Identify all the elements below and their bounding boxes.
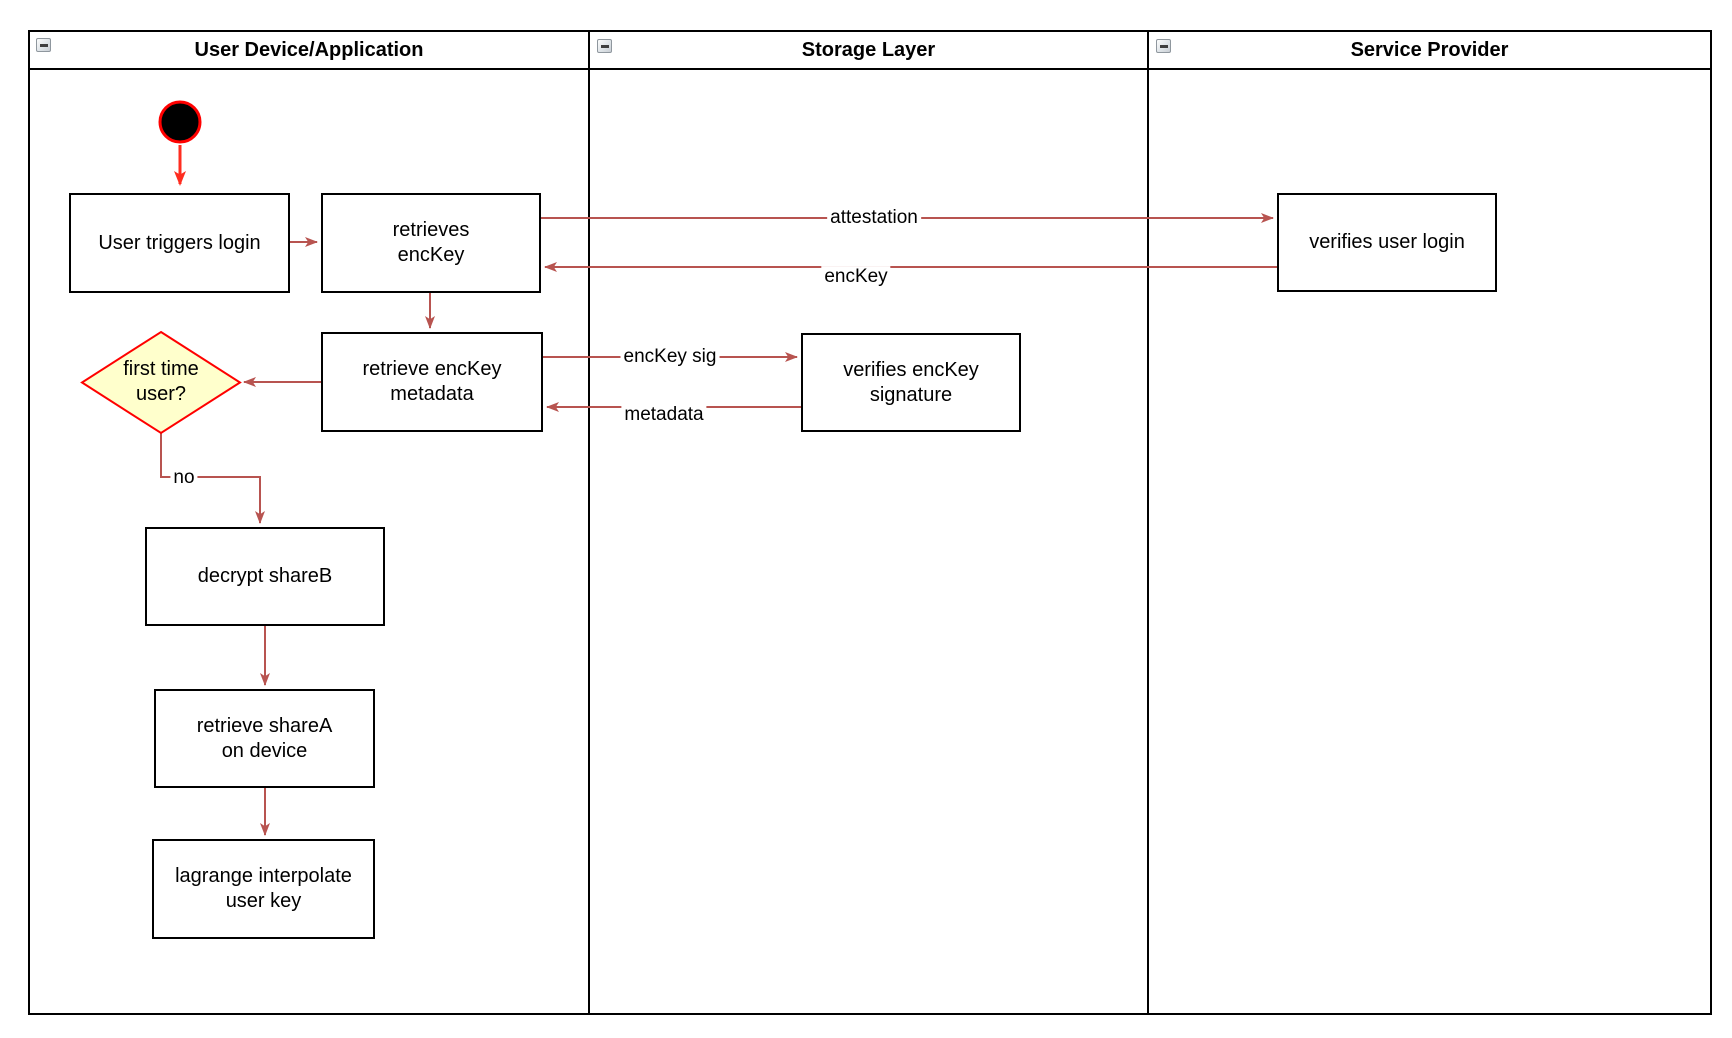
- lane-title-storage-layer: Storage Layer: [801, 38, 936, 61]
- lane-separator-2: [1147, 30, 1149, 1015]
- minus-glyph: [600, 44, 609, 48]
- node-decrypt-shareb[interactable]: decrypt shareB: [145, 527, 385, 626]
- collapse-minus-icon[interactable]: [597, 39, 612, 53]
- node-label: verifies user login: [1309, 231, 1465, 253]
- lane-title-user-device: User Device/Application: [194, 38, 424, 61]
- decision-no-arrow: [160, 433, 265, 524]
- edge-label-attestation: attestation: [827, 207, 921, 229]
- node-label: User triggers login: [98, 231, 261, 254]
- lane-header-storage-layer[interactable]: Storage Layer: [590, 32, 1147, 68]
- node-label: retrieve shareA on device: [196, 714, 333, 762]
- lane-title-service-provider: Service Provider: [1350, 38, 1509, 61]
- minus-glyph: [1159, 44, 1168, 48]
- decision-diamond[interactable]: [80, 330, 242, 435]
- node-label: first time user?: [123, 358, 199, 405]
- node-label: retrieves encKey: [392, 219, 470, 266]
- collapse-minus-icon[interactable]: [1156, 39, 1171, 53]
- lane-header-underline: [28, 68, 1712, 70]
- edge-label-enckey-sig: encKey sig: [620, 346, 720, 368]
- edge-label-metadata: metadata: [621, 404, 707, 426]
- collapse-minus-icon[interactable]: [36, 38, 51, 52]
- edge-label-enckey: encKey: [821, 266, 891, 288]
- lane-separator-1: [588, 30, 590, 1015]
- initial-node[interactable]: [158, 100, 202, 144]
- node-label: lagrange interpolate user key: [175, 865, 352, 912]
- node-verifies-user-login[interactable]: verifies user login: [1277, 193, 1497, 292]
- lane-header-user-device[interactable]: User Device/Application: [30, 32, 588, 68]
- node-lagrange-interpolate[interactable]: lagrange interpolate user key: [152, 839, 375, 939]
- node-retrieve-enckey-metadata[interactable]: retrieve encKey metadata: [321, 332, 543, 432]
- swimlane-pool-border: [28, 30, 1712, 1015]
- node-retrieves-enckey[interactable]: retrieves encKey: [321, 193, 541, 293]
- node-label: decrypt shareB: [197, 565, 333, 587]
- edge-label-no: no: [170, 467, 198, 489]
- node-label: retrieve encKey metadata: [362, 358, 502, 405]
- node-label: verifies encKey signature: [843, 358, 979, 406]
- node-user-triggers-login[interactable]: User triggers login: [69, 193, 290, 293]
- minus-glyph: [39, 43, 48, 47]
- node-verifies-enckey-signature[interactable]: verifies encKey signature: [801, 333, 1021, 432]
- decision-diamond-label: first time user?: [92, 352, 230, 412]
- node-retrieve-sharea[interactable]: retrieve shareA on device: [154, 689, 375, 788]
- lane-header-service-provider[interactable]: Service Provider: [1149, 32, 1710, 68]
